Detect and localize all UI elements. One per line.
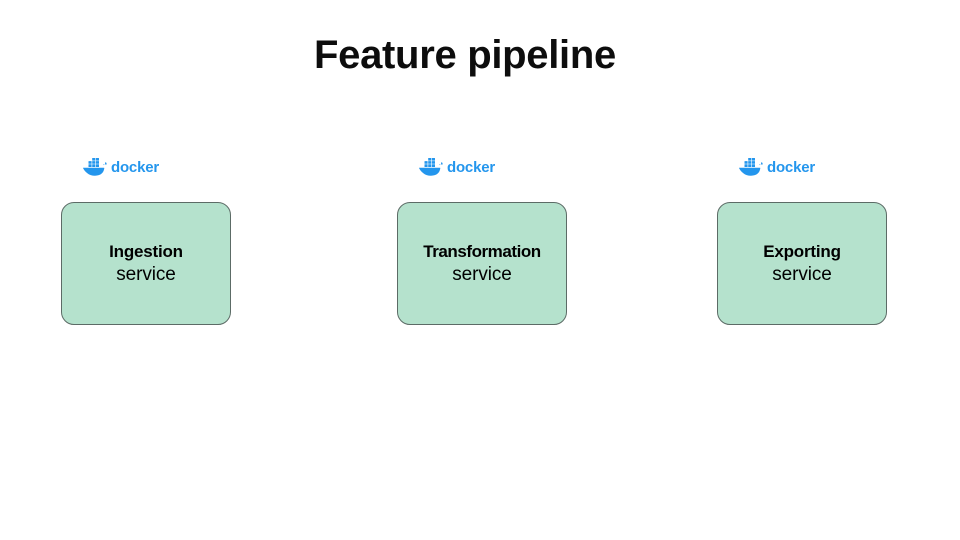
docker-wordmark: docker xyxy=(447,158,495,176)
service-name: Exporting xyxy=(763,241,841,261)
service-subtitle: service xyxy=(452,263,512,285)
docker-whale-icon xyxy=(82,158,107,176)
service-name: Transformation xyxy=(423,241,541,261)
docker-logo: docker xyxy=(82,155,159,179)
service-box-transformation[interactable]: Transformation service xyxy=(397,202,567,325)
service-subtitle: service xyxy=(116,263,176,285)
service-name: Ingestion xyxy=(109,241,183,261)
docker-logo: docker xyxy=(418,155,495,179)
pipeline-diagram: docker Ingestion service xyxy=(0,155,960,335)
docker-wordmark: docker xyxy=(111,158,159,176)
docker-wordmark: docker xyxy=(767,158,815,176)
docker-logo: docker xyxy=(738,155,815,179)
page-title: Feature pipeline xyxy=(314,33,616,77)
service-box-exporting[interactable]: Exporting service xyxy=(717,202,887,325)
docker-whale-icon xyxy=(738,158,763,176)
service-subtitle: service xyxy=(772,263,832,285)
docker-whale-icon xyxy=(418,158,443,176)
service-box-ingestion[interactable]: Ingestion service xyxy=(61,202,231,325)
